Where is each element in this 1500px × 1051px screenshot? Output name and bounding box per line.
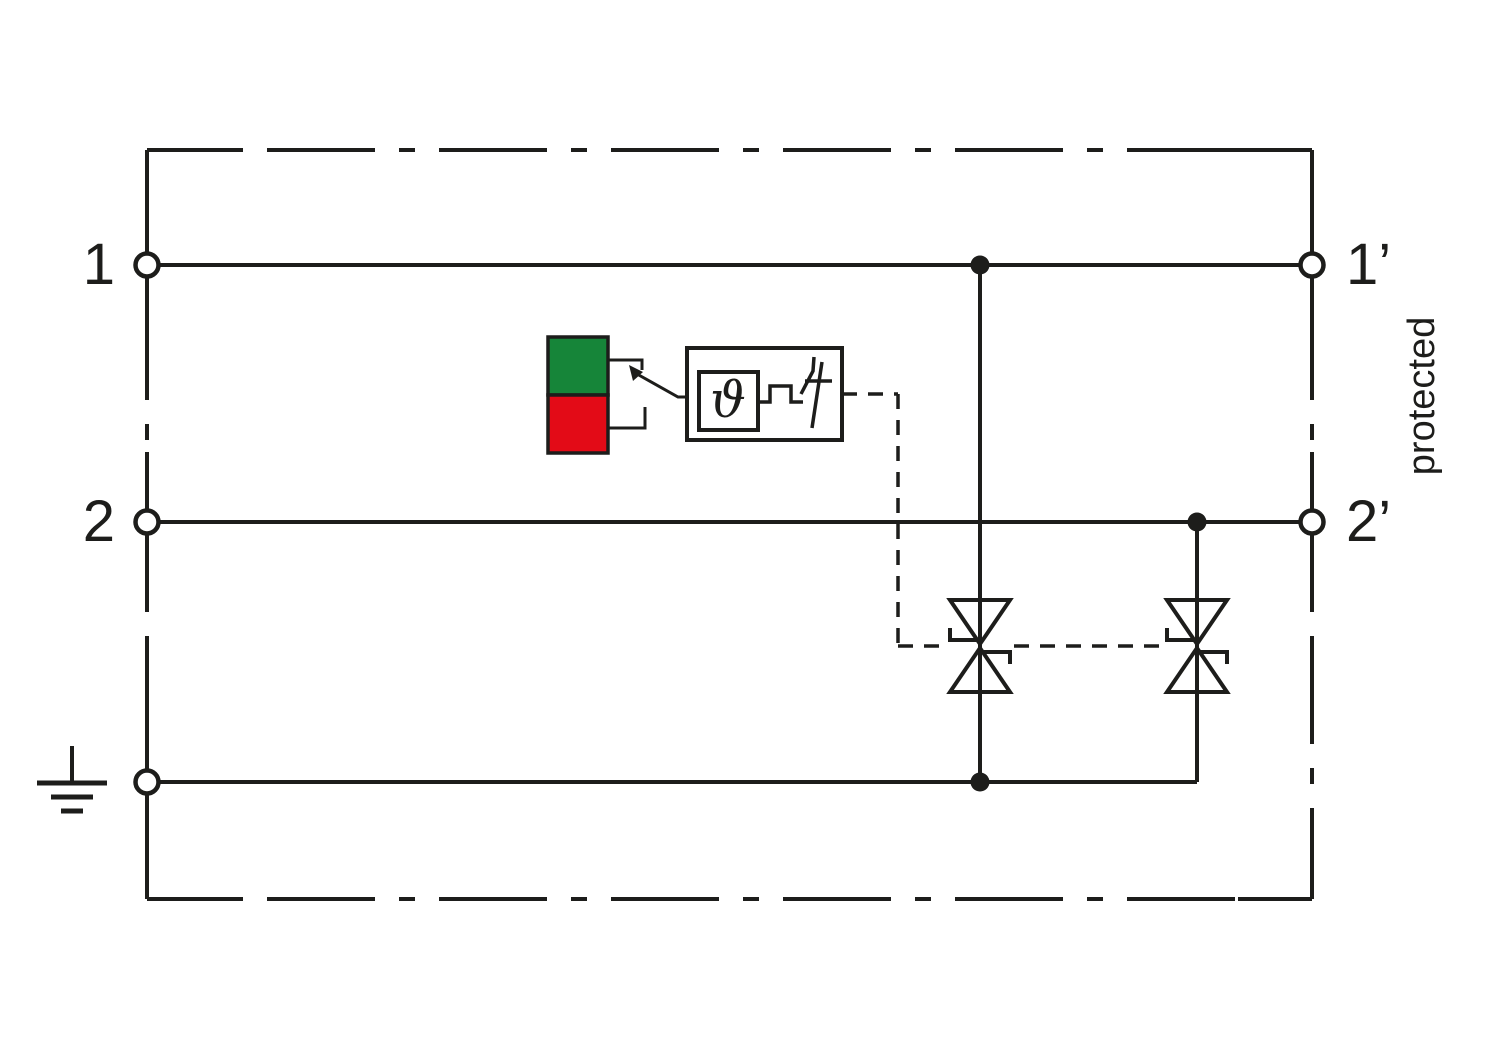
junction-dots <box>970 255 1207 792</box>
indicator-green-field <box>546 335 610 397</box>
changeover-lever <box>636 372 688 399</box>
diode-left-lower-bar <box>980 650 1012 664</box>
label-layer: 1 2 1’ 2’ protected ϑ <box>83 232 1443 554</box>
conductors <box>147 263 1312 784</box>
terminal-2-prime-label: 2’ <box>1346 489 1391 554</box>
trip-pulse-line <box>758 384 803 404</box>
earth-ground-icon <box>37 746 107 814</box>
line-art-layer <box>37 148 1326 901</box>
diode-right-lower-bar <box>1197 650 1229 664</box>
suppressor-diode-left <box>946 598 1014 694</box>
lever-tip-arrow <box>629 365 643 381</box>
status-indicator <box>546 335 688 455</box>
junction-dot-line1 <box>970 255 990 275</box>
indicator-contact-green <box>608 358 644 370</box>
diode-right-bottom-triangle <box>1163 644 1231 694</box>
enclosure-corner-segments <box>147 148 1312 901</box>
suppressor-diode-right <box>1163 598 1231 694</box>
terminal-2-circle <box>133 508 161 536</box>
protected-label: protected <box>1401 317 1443 475</box>
diode-right-upper-bar <box>1165 628 1197 642</box>
diode-left-upper-bar <box>948 628 980 642</box>
diode-right-top-triangle <box>1163 598 1231 648</box>
indicator-contact-red <box>608 407 647 430</box>
enclosure-boundary <box>145 148 1314 901</box>
terminal-1-prime-label: 1’ <box>1346 232 1391 297</box>
terminal-1-circle <box>133 251 161 279</box>
terminal-2-label: 2 <box>83 489 115 554</box>
terminals <box>133 251 1326 796</box>
disconnect-switch-icon <box>799 356 832 429</box>
theta-symbol: ϑ <box>710 371 746 429</box>
terminal-2-prime-circle <box>1298 508 1326 536</box>
trip-linkage-dashed <box>842 392 1163 648</box>
terminal-1-prime-circle <box>1298 251 1326 279</box>
junction-dot-line2 <box>1187 512 1207 532</box>
indicator-red-field <box>546 393 610 455</box>
diode-left-top-triangle <box>946 598 1014 648</box>
junction-dot-ground <box>970 772 990 792</box>
terminal-1-label: 1 <box>83 232 115 297</box>
diode-left-bottom-triangle <box>946 644 1014 694</box>
terminal-ground-circle <box>133 768 161 796</box>
